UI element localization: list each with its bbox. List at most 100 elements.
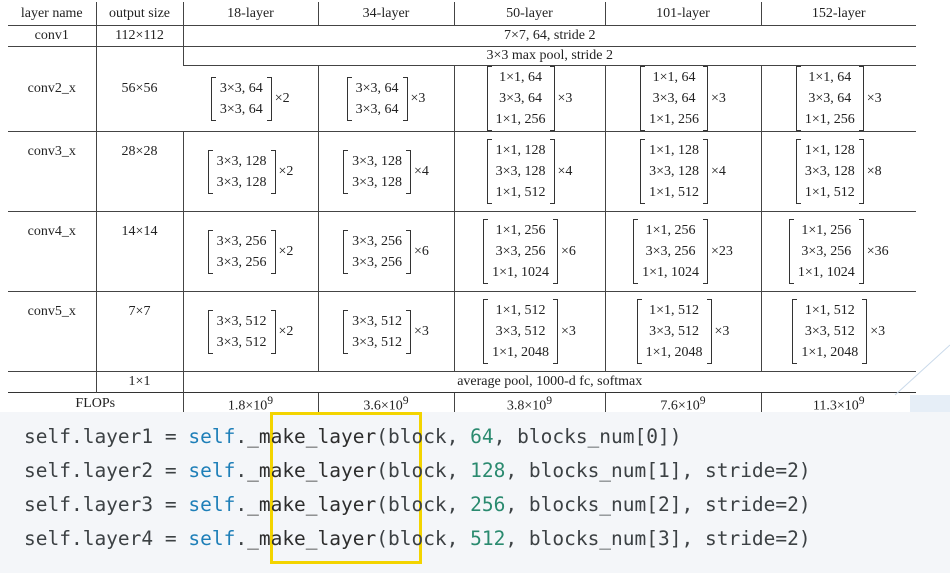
block-line: 1×1, 1024 (492, 265, 549, 280)
flops-exponent: 9 (402, 393, 409, 407)
block-line: 1×1, 256 (645, 223, 696, 238)
block-line: 1×1, 256 (495, 223, 546, 238)
block-line: 3×3, 64 (652, 91, 696, 106)
block-multiplier: ×2 (278, 323, 294, 339)
make-layer-highlight-box (270, 412, 422, 564)
block-line: 1×1, 128 (495, 143, 546, 158)
table-row-maxpool: conv2_x 56×56 3×3 max pool, stride 2 (8, 46, 916, 132)
block-line: 1×1, 2048 (801, 345, 859, 360)
block-line: 3×3, 128 (804, 164, 855, 179)
output-size-final: 1×1 (95, 371, 183, 393)
block-line: 1×1, 512 (804, 185, 855, 200)
output-size-conv1: 112×112 (95, 25, 183, 47)
block-line: 3×3, 512 (495, 324, 546, 339)
code-line-layer2: self.layer2 = self._make_layer(block, 12… (24, 459, 811, 482)
output-size-conv2: 56×56 (95, 46, 183, 132)
block-line: 1×1, 2048 (492, 345, 549, 360)
block-line: 1×1, 512 (649, 185, 699, 200)
final-spec: average pool, 1000-d fc, softmax (182, 371, 916, 393)
block-line: 1×1, 128 (804, 143, 855, 158)
block-line: 3×3, 128 (352, 153, 402, 169)
block-line: 3×3, 512 (804, 324, 855, 339)
block-multiplier: ×3 (414, 323, 429, 339)
code-line-layer3: self.layer3 = self._make_layer(block, 25… (24, 493, 811, 516)
block-line: 1×1, 1024 (642, 265, 699, 280)
block-bracket: 3×3, 128 3×3, 128 (343, 149, 411, 194)
block-line: 3×3, 64 (219, 80, 263, 96)
conv5-34-layer: 3×3, 512 3×3, 512 ×3 (317, 291, 454, 372)
block-line: 3×3, 256 (216, 233, 267, 249)
header-output-size: output size (95, 2, 183, 26)
table-row-final: 1×1 average pool, 1000-d fc, softmax (8, 371, 916, 393)
layer-block: 1×1, 128 3×3, 128 1×1, 512 ×8 (795, 139, 882, 204)
block-line: 3×3, 128 (352, 174, 402, 190)
block-line: 3×3, 128 (649, 164, 699, 179)
block-line: 1×1, 128 (649, 143, 699, 158)
block-line: 3×3, 64 (808, 91, 852, 106)
flops-value: 7.6×10 (660, 398, 700, 414)
block-line: 3×3, 128 (216, 153, 267, 169)
block-line: 3×3, 64 (355, 80, 399, 96)
block-line: 3×3, 512 (352, 313, 402, 329)
slide-edge-decoration (910, 395, 950, 413)
header-layer-name: layer name (20, 5, 83, 21)
output-size-conv3: 28×28 (95, 131, 183, 212)
block-line: 1×1, 64 (499, 70, 542, 85)
table-row-conv1: conv1 112×112 7×7, 64, stride 2 (8, 25, 916, 47)
block-bracket: 1×1, 128 3×3, 128 1×1, 512 (795, 139, 864, 204)
layer-name-final-empty (8, 371, 96, 393)
layer-name-conv5: conv5_x (8, 291, 96, 372)
block-line: 3×3, 512 (352, 334, 402, 350)
flops-exponent: 9 (858, 393, 865, 407)
header-101-layer: 101-layer (604, 2, 761, 26)
block-line: 3×3, 256 (216, 254, 267, 270)
block-line: 1×1, 512 (649, 303, 699, 318)
header-row: layer name output size 18-layer 34-layer… (8, 2, 916, 26)
layer-name-conv3: conv3_x (8, 131, 96, 212)
block-line: 1×1, 1024 (797, 265, 855, 280)
block-line: 1×1, 256 (495, 112, 546, 127)
block-line: 1×1, 256 (801, 223, 852, 238)
block-line: 1×1, 256 (804, 112, 855, 127)
block-line: 3×3, 128 (495, 164, 546, 179)
flops-value: 3.8×10 (506, 398, 547, 414)
block-line: 3×3, 64 (499, 91, 542, 106)
block-multiplier: ×3 (561, 323, 576, 339)
resnet-architecture-table: layer name output size 18-layer 34-layer… (8, 2, 916, 416)
block-multiplier: ×3 (714, 323, 730, 339)
block-multiplier: ×8 (866, 163, 882, 179)
block-line: 1×1, 2048 (645, 345, 703, 360)
